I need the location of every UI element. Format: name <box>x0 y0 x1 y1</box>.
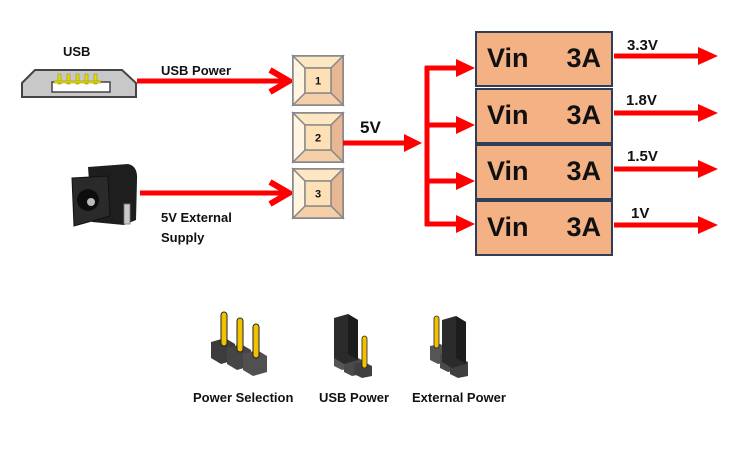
bus-branch-arrow <box>425 172 475 190</box>
regulator-current-label: 3A <box>566 43 601 73</box>
selector-position-1-button[interactable]: 1 <box>291 54 345 107</box>
pin-header-3-pin-icon <box>211 311 267 376</box>
output-arrow <box>614 216 718 234</box>
regulator-current-label: 3A <box>566 100 601 130</box>
regulator-input-label: Vin <box>487 156 529 186</box>
regulator-current-label: 3A <box>566 156 601 186</box>
selector-position-2-button[interactable]: 2 <box>291 111 345 164</box>
bus-branch-arrow <box>425 59 475 77</box>
legend-label: USB Power <box>319 390 390 405</box>
bus-branch-arrow <box>425 116 475 134</box>
output-voltage-label: 1V <box>631 205 650 222</box>
selector-position-3-button[interactable]: 3 <box>291 167 345 220</box>
output-voltage-label: 3.3V <box>627 37 658 54</box>
output-voltage-label: 1.5V <box>627 148 658 165</box>
output-arrow <box>614 47 718 65</box>
5v-label: 5V <box>360 118 381 137</box>
external-supply-label-line1: 5V External <box>161 210 232 225</box>
bus-branch-arrow <box>425 215 475 233</box>
jumper-external-power-icon <box>430 315 468 378</box>
regulator-input-label: Vin <box>487 43 529 73</box>
5v-output-wire <box>343 134 422 152</box>
regulator-current-label: 3A <box>566 212 601 242</box>
micro-usb-connector-icon <box>21 69 137 98</box>
legend-label: External Power <box>412 390 506 405</box>
external-power-wire <box>140 179 295 207</box>
selector-position-label: 1 <box>315 76 321 88</box>
external-supply-label-line2: Supply <box>161 230 205 245</box>
dc-barrel-jack-icon <box>71 164 138 227</box>
output-arrow <box>614 104 718 122</box>
legend-label: Power Selection <box>193 390 294 405</box>
output-arrow <box>614 160 718 178</box>
selector-position-label: 2 <box>315 133 321 145</box>
regulator-box: Vin 3A <box>475 88 613 144</box>
jumper-usb-power-icon <box>334 314 372 378</box>
usb-connector-label: USB <box>63 44 91 59</box>
output-voltage-label: 1.8V <box>626 92 657 109</box>
regulator-box: Vin 3A <box>475 200 613 256</box>
regulator-input-label: Vin <box>487 212 529 242</box>
usb-power-wire <box>137 67 295 95</box>
regulator-input-label: Vin <box>487 100 529 130</box>
selector-position-label: 3 <box>315 189 321 201</box>
regulator-box: Vin 3A <box>475 31 613 87</box>
usb-power-wire-label: USB Power <box>161 63 232 78</box>
regulator-box: Vin 3A <box>475 144 613 200</box>
